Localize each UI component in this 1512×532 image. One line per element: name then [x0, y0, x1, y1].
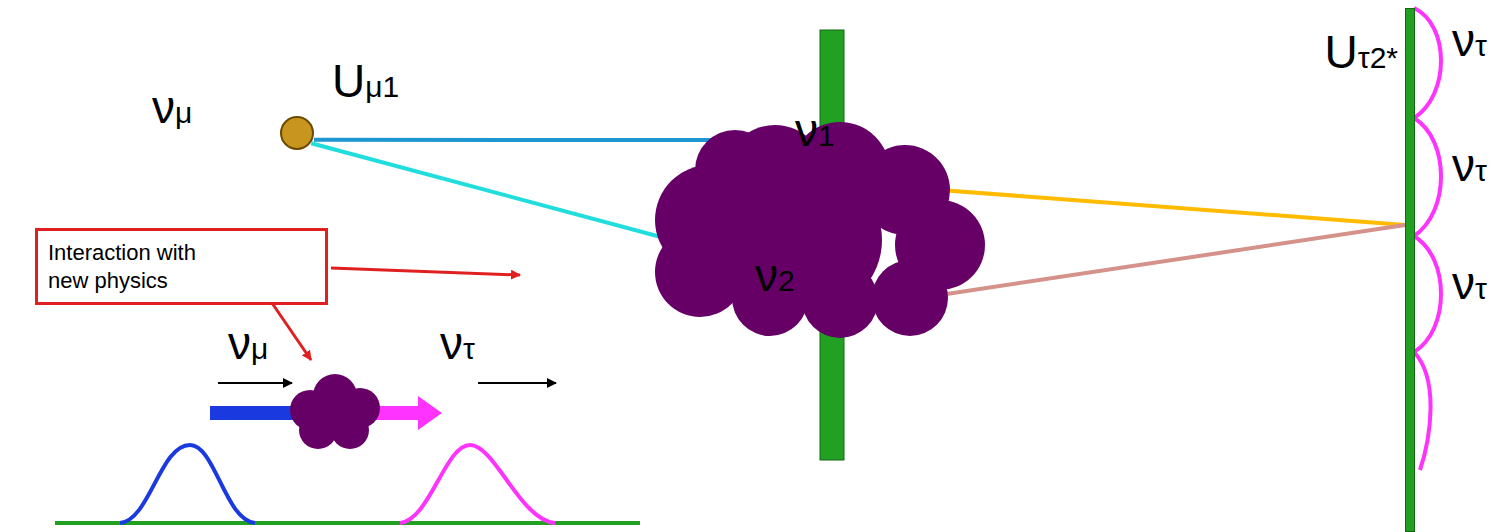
flavour-label: ντ — [1452, 140, 1487, 191]
flavour-label: ντ — [1452, 258, 1487, 309]
detector-plane: Uτ2* — [1405, 8, 1415, 532]
new-physics-cloud: ν1 ν2 — [640, 100, 985, 340]
state-label: ν1 — [795, 105, 835, 156]
mass-state-path — [940, 190, 1405, 225]
small-cloud — [290, 374, 380, 449]
state-label: ν2 — [755, 250, 795, 301]
callout-box: Interaction with new physics — [35, 228, 328, 305]
leader-arrow — [272, 303, 311, 360]
tau-wave — [1414, 8, 1441, 470]
state-label: Uμ1 — [332, 56, 399, 107]
callout-text: Interaction with new physics — [48, 239, 238, 294]
motion-arrow — [218, 382, 292, 384]
packet-label: ντ — [440, 318, 475, 369]
motion-arrow — [478, 382, 556, 384]
state-label: νμ — [152, 82, 192, 133]
packet-label: νμ — [228, 318, 268, 369]
mass-state-path — [314, 138, 720, 142]
mixing-vertex: νμUμ1 — [280, 116, 314, 150]
mass-state-path — [311, 143, 672, 240]
mass-state-path — [940, 225, 1405, 295]
mu-wave-packet — [120, 445, 255, 523]
tau-flow-head — [418, 396, 442, 430]
flavour-label: ντ — [1452, 15, 1487, 66]
tau-wave-packet — [400, 445, 555, 523]
state-label: Uτ2* — [1325, 27, 1398, 78]
leader-arrow — [331, 268, 520, 275]
